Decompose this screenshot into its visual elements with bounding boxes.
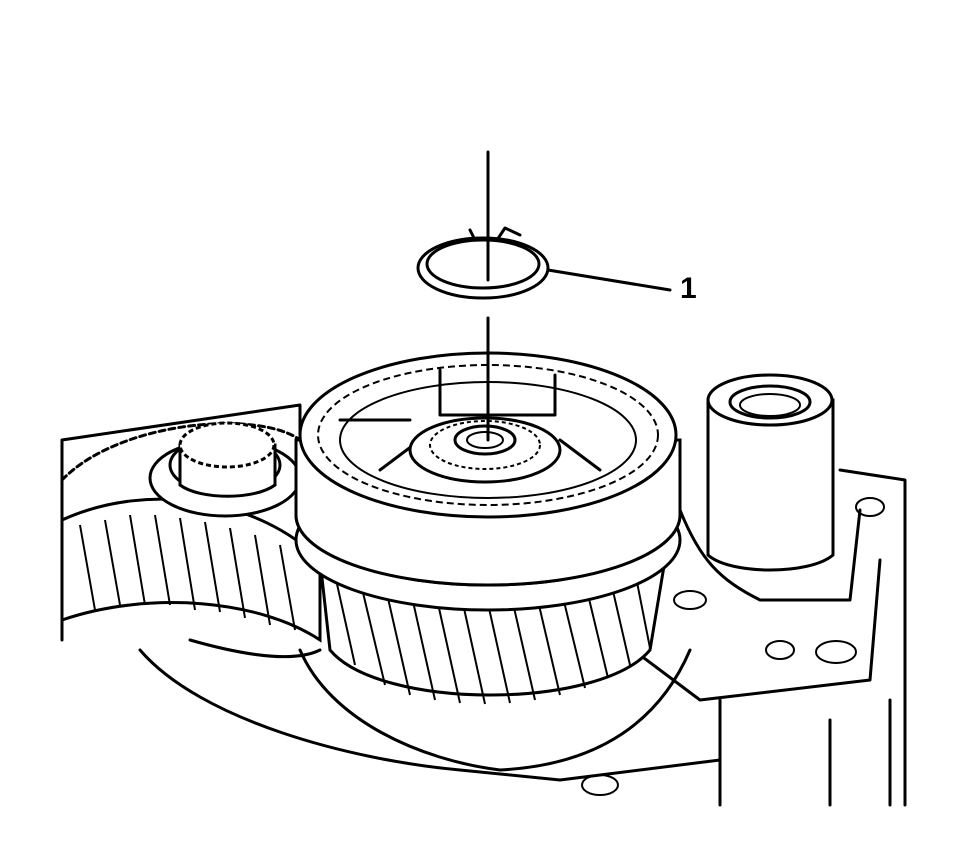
bearing-sleeve (678, 373, 862, 602)
countershaft-gear (60, 421, 322, 643)
synchronizer-assembly (294, 351, 682, 612)
snap-ring (416, 226, 550, 300)
transmission-housing (60, 403, 907, 807)
callout-leader-line (546, 268, 672, 292)
callout-label-1: 1 (680, 272, 697, 305)
